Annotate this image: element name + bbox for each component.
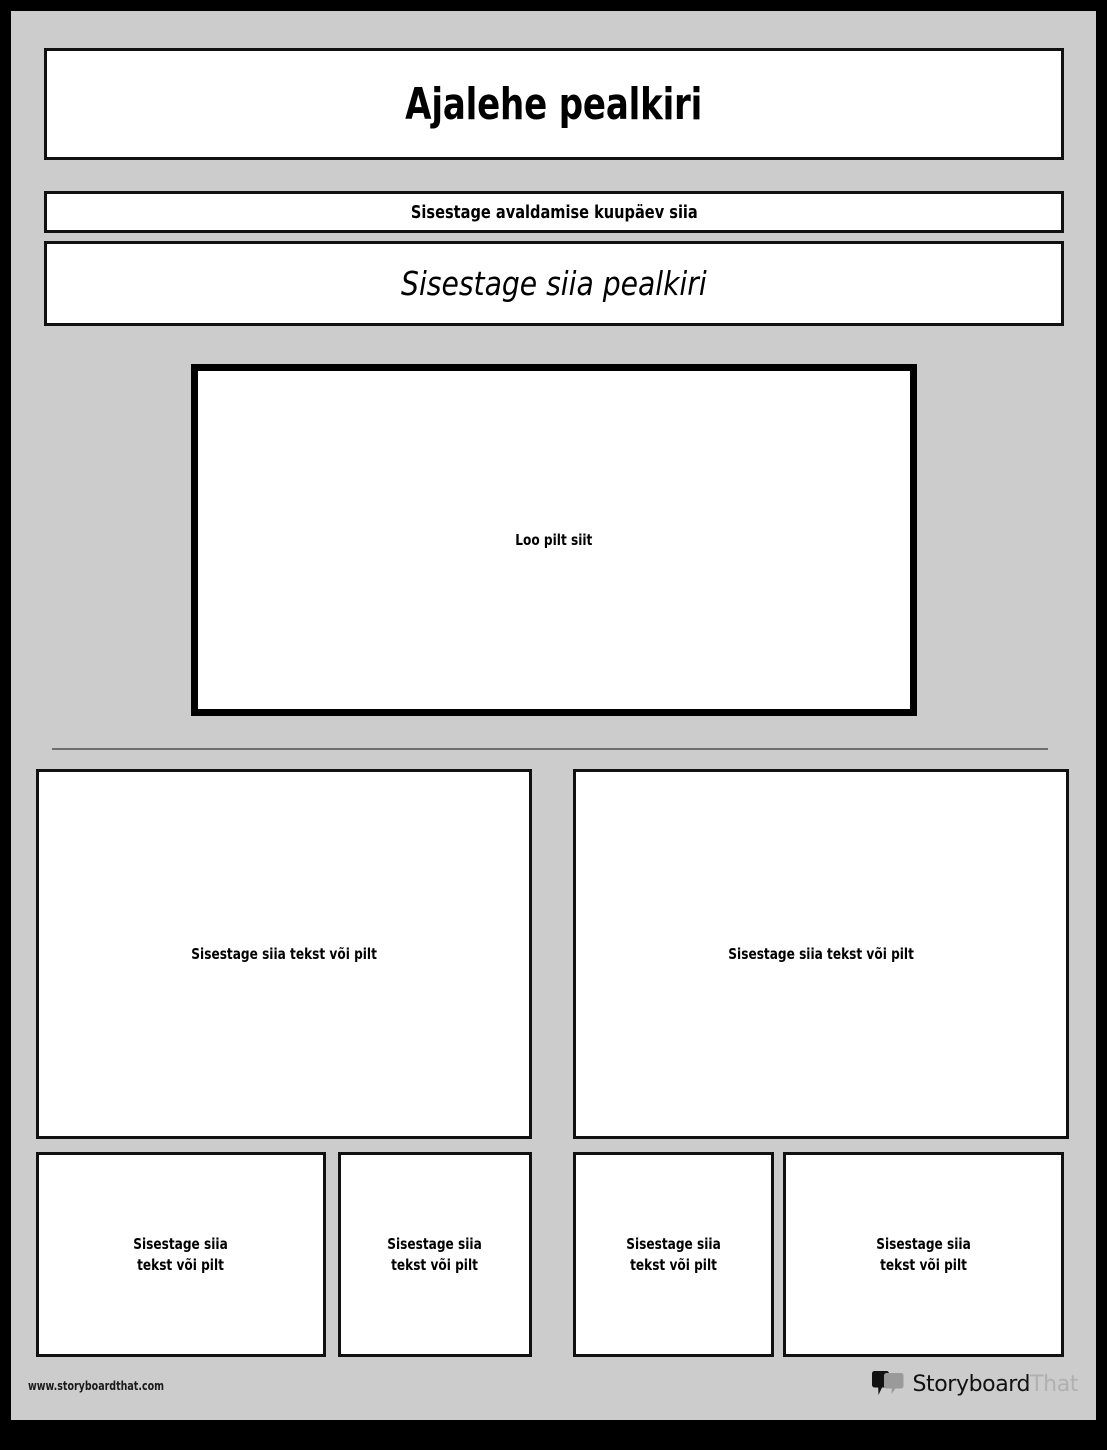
story-panel-small-1[interactable]: Sisestage siia tekst või pilt	[36, 1152, 326, 1357]
story-panel-label: Sisestage siia tekst või pilt	[387, 1235, 483, 1274]
speech-bubbles-icon	[872, 1371, 904, 1395]
story-panel-label: Sisestage siia tekst või pilt	[626, 1235, 721, 1274]
publication-date-field[interactable]: Sisestage avaldamise kuupäev siia	[44, 191, 1064, 233]
hero-image-label: Loo pilt siit	[515, 531, 593, 549]
storyboardthat-logo[interactable]: StoryboardThat	[871, 1371, 1078, 1398]
story-panel-label: Sisestage siia tekst või pilt	[133, 1235, 229, 1274]
story-panel-small-3[interactable]: Sisestage siia tekst või pilt	[573, 1152, 774, 1357]
headline-field[interactable]: Sisestage siia pealkiri	[44, 241, 1064, 326]
newspaper-page: Ajalehe pealkiri Sisestage avaldamise ku…	[11, 11, 1096, 1420]
page-title: Ajalehe pealkiri	[405, 78, 703, 130]
story-panel-left[interactable]: Sisestage siia tekst või pilt	[36, 769, 532, 1139]
publication-date-placeholder: Sisestage avaldamise kuupäev siia	[410, 201, 698, 223]
story-panel-small-4[interactable]: Sisestage siia tekst või pilt	[783, 1152, 1064, 1357]
story-panel-label: Sisestage siia tekst või pilt	[191, 945, 377, 963]
story-panel-label: Sisestage siia tekst või pilt	[876, 1235, 971, 1274]
logo-word-primary: Storyboard	[912, 1371, 1031, 1397]
story-panel-small-2[interactable]: Sisestage siia tekst või pilt	[338, 1152, 532, 1357]
headline-placeholder: Sisestage siia pealkiri	[401, 264, 707, 303]
footer-website-url[interactable]: www.storyboardthat.com	[28, 1379, 165, 1393]
hero-image-placeholder[interactable]: Loo pilt siit	[191, 364, 917, 716]
footer: www.storyboardthat.com StoryboardThat	[11, 1365, 1096, 1420]
story-panel-label: Sisestage siia tekst või pilt	[728, 945, 914, 963]
section-divider	[52, 748, 1048, 750]
masthead-panel[interactable]: Ajalehe pealkiri	[44, 48, 1064, 160]
logo-wordmark: StoryboardThat	[912, 1371, 1078, 1397]
logo-word-secondary: That	[1030, 1371, 1078, 1397]
story-panel-right[interactable]: Sisestage siia tekst või pilt	[573, 769, 1069, 1139]
